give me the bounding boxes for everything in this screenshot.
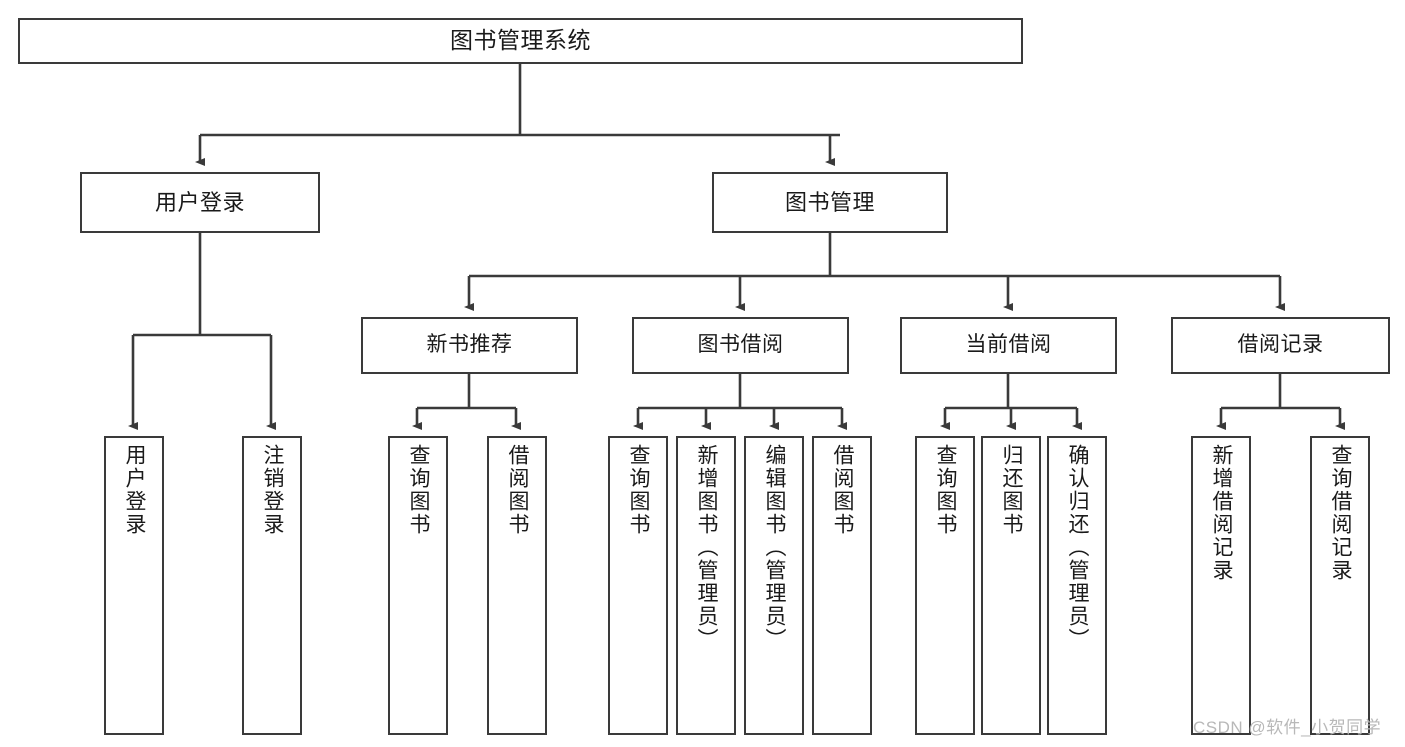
node-root[interactable]: 图书管理系统: [18, 18, 1023, 64]
node-leaf-user-login-label: 用户登录: [123, 444, 147, 536]
node-current-borrow[interactable]: 当前借阅: [900, 317, 1117, 374]
node-leaf-query-book-3[interactable]: 查询图书: [915, 436, 975, 735]
node-leaf-borrow-book-2-label: 借阅图书: [831, 444, 855, 536]
node-leaf-query-book-2[interactable]: 查询图书: [608, 436, 668, 735]
node-leaf-return-book-label: 归还图书: [1000, 444, 1024, 536]
node-leaf-query-book-1[interactable]: 查询图书: [388, 436, 448, 735]
node-book-borrow[interactable]: 图书借阅: [632, 317, 849, 374]
node-user-login[interactable]: 用户登录: [80, 172, 320, 233]
node-leaf-query-record-label: 查询借阅记录: [1329, 444, 1353, 582]
node-leaf-query-book-1-label: 查询图书: [407, 444, 431, 536]
node-leaf-return-book[interactable]: 归还图书: [981, 436, 1041, 735]
node-leaf-borrow-book-2[interactable]: 借阅图书: [812, 436, 872, 735]
node-book-manage-label: 图书管理: [784, 189, 875, 215]
node-borrow-record-label: 借阅记录: [1237, 333, 1324, 357]
node-new-book-rec-label: 新书推荐: [426, 333, 513, 357]
node-leaf-logout-login[interactable]: 注销登录: [242, 436, 302, 735]
node-current-borrow-label: 当前借阅: [965, 333, 1052, 357]
node-leaf-query-book-2-label: 查询图书: [627, 444, 651, 536]
node-leaf-add-record-label: 新增借阅记录: [1210, 444, 1234, 582]
node-leaf-borrow-book-1-label: 借阅图书: [506, 444, 530, 536]
node-new-book-rec[interactable]: 新书推荐: [361, 317, 578, 374]
node-leaf-add-record[interactable]: 新增借阅记录: [1191, 436, 1251, 735]
node-leaf-confirm-return-label: 确认归还（管理员）: [1066, 444, 1090, 651]
node-leaf-confirm-return[interactable]: 确认归还（管理员）: [1047, 436, 1107, 735]
node-borrow-record[interactable]: 借阅记录: [1171, 317, 1390, 374]
node-leaf-edit-book[interactable]: 编辑图书（管理员）: [744, 436, 804, 735]
node-leaf-add-book[interactable]: 新增图书（管理员）: [676, 436, 736, 735]
node-root-label: 图书管理系统: [450, 27, 591, 54]
node-leaf-add-book-label: 新增图书（管理员）: [695, 444, 719, 651]
node-leaf-borrow-book-1[interactable]: 借阅图书: [487, 436, 547, 735]
node-leaf-query-record[interactable]: 查询借阅记录: [1310, 436, 1370, 735]
node-user-login-label: 用户登录: [154, 189, 245, 215]
node-book-manage[interactable]: 图书管理: [712, 172, 948, 233]
node-leaf-query-book-3-label: 查询图书: [934, 444, 958, 536]
csdn-watermark: CSDN @软件_小贺同学: [1193, 718, 1382, 737]
node-leaf-user-login[interactable]: 用户登录: [104, 436, 164, 735]
node-book-borrow-label: 图书借阅: [697, 333, 784, 357]
node-leaf-logout-login-label: 注销登录: [261, 444, 285, 536]
node-leaf-edit-book-label: 编辑图书（管理员）: [763, 444, 787, 651]
